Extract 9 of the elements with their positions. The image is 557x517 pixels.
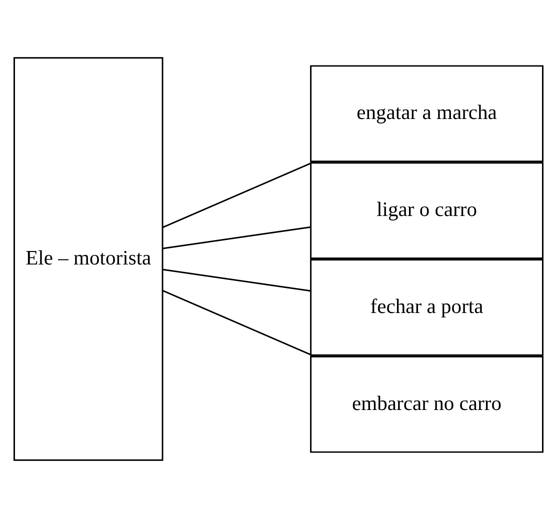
connector [162,160,316,228]
connector [162,289,316,357]
node-box: fechar a porta [310,258,544,356]
node-box: embarcar no carro [310,355,544,452]
node-box: ligar o carro [310,162,544,258]
connector [162,226,311,249]
node-box: engatar a marcha [310,64,544,162]
connector [162,268,311,292]
node-box: Ele – motorista [14,56,164,460]
